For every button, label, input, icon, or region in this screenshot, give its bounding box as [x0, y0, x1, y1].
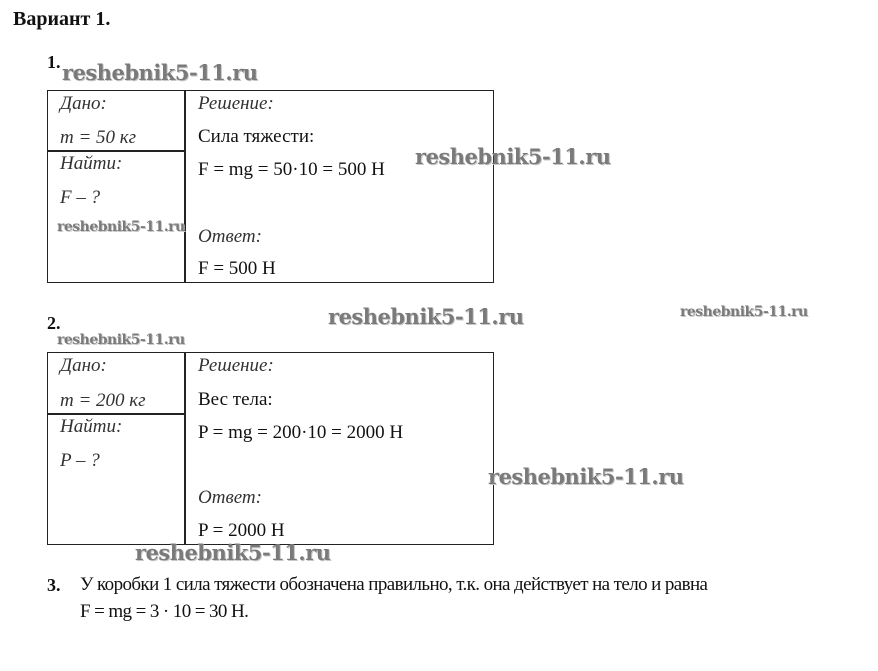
variant-title: Вариант 1. — [13, 8, 111, 30]
problem-3-text: У коробки 1 сила тяжести обозначена прав… — [80, 574, 708, 595]
given-label: Дано: — [60, 355, 107, 376]
answer-value: P = 2000 Н — [198, 520, 285, 541]
table-divider — [47, 150, 185, 152]
given-value: m = 200 кг — [60, 390, 146, 411]
problem-1-number: 1. — [47, 52, 61, 72]
solution-label: Решение: — [198, 93, 274, 114]
problem-3-formula: F = mg = 3 · 10 = 30 Н. — [80, 601, 249, 622]
answer-label: Ответ: — [198, 487, 262, 508]
given-label: Дано: — [60, 93, 107, 114]
solution-formula: P = mg = 200·10 = 2000 Н — [198, 422, 404, 443]
find-label: Найти: — [60, 416, 123, 437]
table-divider — [184, 90, 186, 283]
answer-value: F = 500 Н — [198, 258, 276, 279]
watermark: reshebnik5-11.ru — [328, 304, 524, 329]
find-value: F – ? — [60, 187, 101, 208]
given-value: m = 50 кг — [60, 127, 137, 148]
solution-formula: F = mg = 50·10 = 500 Н — [198, 159, 385, 180]
watermark: reshebnik5-11.ru — [57, 332, 185, 348]
solution-line: Вес тела: — [198, 389, 273, 410]
watermark: reshebnik5-11.ru — [135, 540, 331, 565]
watermark: reshebnik5-11.ru — [415, 144, 611, 169]
watermark: reshebnik5-11.ru — [488, 464, 684, 489]
solution-label: Решение: — [198, 355, 274, 376]
table-divider — [184, 352, 186, 545]
answer-label: Ответ: — [198, 226, 262, 247]
watermark: reshebnik5-11.ru — [62, 60, 258, 85]
table-divider — [47, 413, 185, 415]
watermark: reshebnik5-11.ru — [680, 304, 808, 320]
problem-2-number: 2. — [47, 313, 61, 333]
watermark: reshebnik5-11.ru — [57, 219, 185, 235]
problem-2-table — [47, 352, 494, 545]
problem-1-table — [47, 90, 494, 283]
find-label: Найти: — [60, 153, 123, 174]
solution-line: Сила тяжести: — [198, 126, 315, 147]
find-value: P – ? — [60, 450, 100, 471]
problem-3-number: 3. — [47, 575, 61, 595]
